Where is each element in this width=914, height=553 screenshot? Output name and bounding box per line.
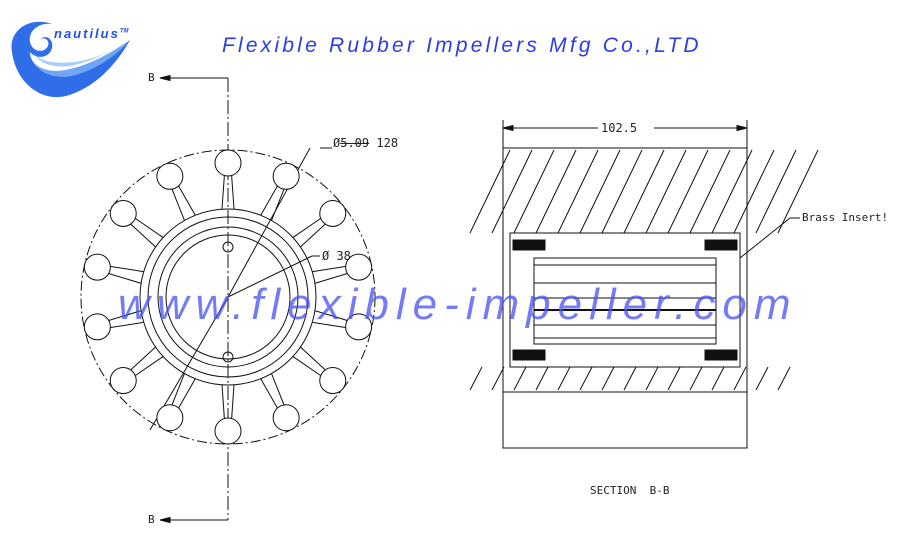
section-caption: SECTION B-B [590, 484, 670, 497]
section-marker-bottom: B [148, 513, 155, 526]
width-dimension: 102.5 [601, 121, 638, 135]
diameter-symbol: Ø [333, 136, 341, 150]
company-title: Flexible Rubber Impellers Mfg Co.,LTD [222, 34, 702, 57]
struck-value: 5.09 [340, 136, 370, 150]
section-marker-top: B [148, 71, 155, 84]
section-line [159, 74, 229, 524]
impeller-section-view [469, 120, 819, 449]
outer-diameter-dimension: Ø5.09 128 [333, 136, 398, 150]
nautilus-logo-icon [11, 21, 130, 98]
logo-text: nautilusTM [54, 26, 129, 41]
brass-insert-callout: Brass Insert! [802, 211, 889, 224]
outer-diameter-value: 128 [376, 136, 399, 150]
impeller-front-view [80, 147, 376, 445]
inner-diameter-dimension: Ø 38 [322, 249, 351, 263]
